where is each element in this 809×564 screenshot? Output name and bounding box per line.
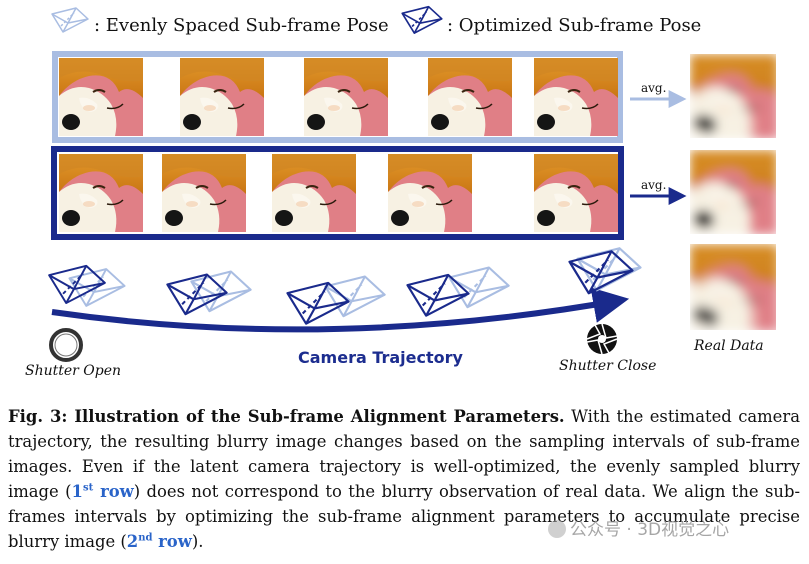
subframe-image (534, 154, 618, 232)
subframe-image (428, 58, 512, 136)
avg-label-row1: avg. (641, 81, 666, 95)
second-row-num: 2 (126, 532, 139, 551)
subframe-image (304, 58, 388, 136)
watermark: 公众号 · 3D视觉之心 (548, 515, 729, 540)
second-row-sup: nd (138, 532, 153, 544)
legend-optimized-label: : Optimized Sub-frame Pose (447, 15, 701, 36)
wechat-icon (548, 520, 566, 538)
legend-evenly-label: : Evenly Spaced Sub-frame Pose (94, 15, 389, 36)
evenly-pose-icon (51, 7, 89, 33)
blurred-result-row1 (690, 54, 776, 138)
shutter-close-icon (586, 323, 618, 355)
legend: : Evenly Spaced Sub-frame Pose : Optimiz… (51, 5, 701, 36)
shutter-open-icon (49, 328, 83, 362)
figure-label: Fig. 3: Illustration of the Sub-frame Al… (8, 407, 565, 426)
subframe-image (59, 154, 143, 232)
caption-text-2: ) does not correspond to the blurry obse… (8, 482, 800, 551)
optimized-pose-camera (286, 281, 350, 325)
figure-illustration: : Evenly Spaced Sub-frame Pose : Optimiz… (25, 5, 776, 379)
subframe-image (162, 154, 246, 232)
blurred-result-row2 (690, 150, 776, 234)
evenly-pose-camera (448, 266, 510, 309)
first-row-num: 1 (71, 482, 83, 501)
first-row-sup: st (82, 482, 94, 494)
subframe-image (272, 154, 356, 232)
watermark-text: 公众号 · 3D视觉之心 (570, 520, 730, 540)
optimized-sampled-row (51, 146, 624, 240)
figure-caption: Fig. 3: Illustration of the Sub-frame Al… (8, 404, 800, 554)
real-data-label: Real Data (693, 338, 764, 354)
second-row-ref: 2nd row (127, 532, 192, 551)
first-row-word: row (93, 482, 134, 501)
evenly-sampled-row (52, 51, 623, 143)
shutter-open-label: Shutter Open (25, 363, 121, 379)
first-row-ref: 1st row (72, 482, 134, 501)
camera-trajectory-curve (51, 287, 630, 333)
caption-text-3: ). (191, 532, 204, 551)
subframe-image (180, 58, 264, 136)
camera-trajectory-label: Camera Trajectory (298, 348, 464, 367)
subframe-image (388, 154, 472, 232)
subframe-image (59, 58, 143, 136)
caption-text-1: With the estimated camera trajectory, th… (8, 407, 800, 501)
shutter-close-label: Shutter Close (559, 358, 656, 374)
real-data-image (690, 244, 776, 330)
evenly-pose-camera (190, 270, 252, 313)
avg-label-row2: avg. (641, 178, 666, 192)
subframe-image (534, 58, 618, 136)
second-row-word: row (152, 532, 192, 551)
optimized-pose-camera (406, 273, 470, 317)
optimized-pose-icon (401, 5, 443, 34)
